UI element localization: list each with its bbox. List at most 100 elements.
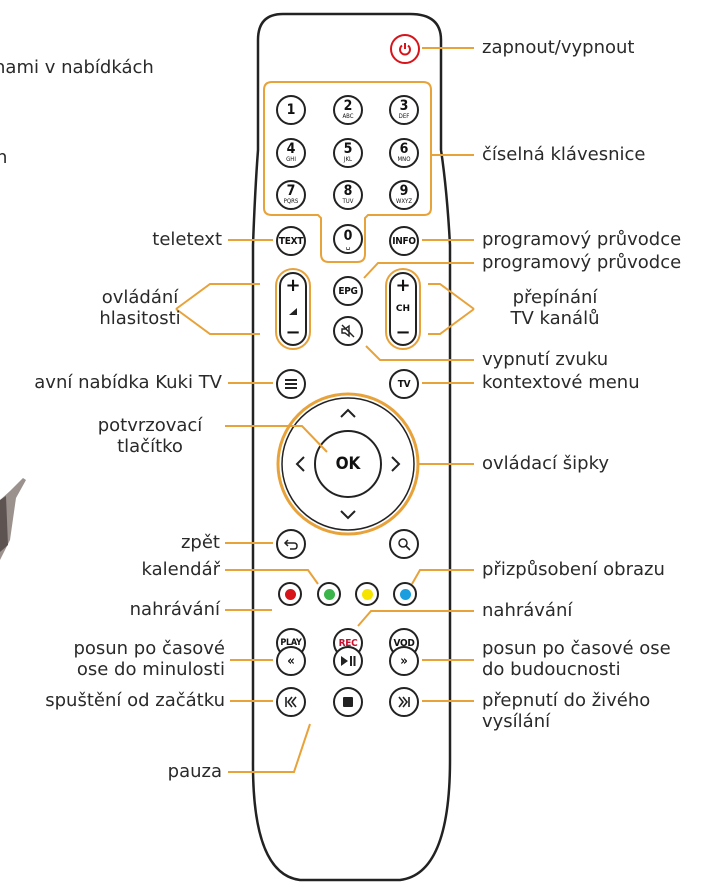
label-power: zapnout/vypnout	[482, 37, 635, 58]
teletext-button[interactable]: TEXT	[276, 226, 306, 256]
label-volume-line2: hlasitosti	[99, 308, 181, 329]
label-live-line1: přepnutí do živého	[482, 690, 651, 711]
label-volume: ovládání hlasitosti	[80, 287, 200, 329]
play-pause-button[interactable]	[333, 646, 363, 676]
label-ok: potvrzovací tlačítko	[80, 415, 220, 457]
dpad-left-button[interactable]	[284, 449, 310, 479]
label-teletext: teletext	[152, 229, 222, 250]
menu-icon	[285, 379, 297, 389]
label-forward-line1: posun po časové ose	[482, 638, 671, 659]
search-icon	[398, 538, 411, 551]
volume-rocker: + −	[279, 272, 307, 346]
num-4-button[interactable]: 4 GHI	[276, 138, 306, 168]
tv-button[interactable]: TV	[389, 369, 419, 399]
label-program-guide-info: programový průvodce	[482, 229, 682, 250]
num-3-button[interactable]: 3 DEF	[389, 95, 419, 125]
red-button[interactable]	[278, 582, 302, 606]
epg-button-label: EPG	[338, 285, 358, 297]
label-arrows: ovládací šipky	[482, 453, 610, 474]
numpad-outline	[263, 81, 432, 263]
back-button[interactable]	[276, 529, 306, 559]
stop-icon	[343, 697, 353, 707]
yellow-button[interactable]	[355, 582, 379, 606]
volume-icon	[289, 308, 297, 315]
teletext-button-label: TEXT	[278, 235, 304, 247]
dpad-right-button[interactable]	[386, 449, 412, 479]
rewind-icon: «	[287, 653, 295, 669]
num-7-label: 7	[286, 183, 296, 199]
num-5-letters: JKL	[343, 156, 353, 163]
volume-up-button[interactable]: +	[285, 275, 301, 296]
label-menu-navigation: nami v nabídkách	[0, 57, 154, 78]
num-2-letters: ABC	[342, 113, 354, 120]
play-pause-icon	[341, 656, 356, 666]
ok-button[interactable]: OK	[318, 434, 378, 494]
skip-back-icon	[285, 696, 297, 708]
stop-button[interactable]	[333, 687, 363, 717]
label-live-line2: vysílání	[482, 711, 551, 732]
label-rewind: posun po časové ose do minulosti	[0, 638, 225, 680]
mute-icon	[341, 324, 355, 338]
volume-down-button[interactable]: −	[285, 322, 301, 343]
rec-button-label: REC	[338, 637, 358, 649]
epg-button[interactable]: EPG	[333, 276, 363, 306]
num-9-button[interactable]: 9 WXYZ	[389, 180, 419, 210]
num-6-button[interactable]: 6 MNO	[389, 138, 419, 168]
label-rewind-line2: ose do minulosti	[76, 659, 225, 680]
label-menu-fragment: n	[0, 147, 8, 168]
arrow-right-icon	[391, 456, 401, 472]
arrow-down-icon	[340, 510, 356, 520]
vod-button-label: VOD	[393, 637, 415, 649]
num-6-label: 6	[399, 141, 409, 157]
num-0-button[interactable]: 0 ␣	[333, 224, 363, 254]
ok-ring	[314, 430, 382, 498]
label-forward: posun po časové ose do budoucnosti	[482, 638, 671, 680]
skip-forward-icon	[398, 696, 410, 708]
num-1-label: 1	[286, 101, 296, 118]
arrow-left-icon	[295, 456, 305, 472]
play-button-label: PLAY	[280, 638, 302, 648]
num-4-letters: GHI	[286, 156, 296, 163]
blue-button[interactable]	[393, 582, 417, 606]
num-8-letters: TUV	[342, 198, 354, 205]
channel-up-button[interactable]: +	[395, 275, 411, 296]
ok-button-label: OK	[335, 454, 361, 474]
num-3-letters: DEF	[398, 113, 410, 120]
blue-dot	[399, 588, 411, 600]
num-2-label: 2	[343, 98, 353, 114]
channel-rocker: + CH −	[389, 272, 417, 346]
info-button[interactable]: INFO	[389, 226, 419, 256]
dpad-down-button[interactable]	[333, 504, 363, 530]
yellow-dot	[361, 588, 373, 600]
label-restart: spuštění od začátku	[45, 690, 225, 711]
num-5-label: 5	[343, 141, 353, 157]
num-5-button[interactable]: 5 JKL	[333, 138, 363, 168]
fast-forward-button[interactable]: »	[389, 646, 419, 676]
num-1-button[interactable]: 1	[276, 95, 306, 125]
num-4-label: 4	[286, 141, 296, 157]
search-button[interactable]	[389, 529, 419, 559]
num-2-button[interactable]: 2 ABC	[333, 95, 363, 125]
rewind-button[interactable]: «	[276, 646, 306, 676]
back-icon	[283, 539, 298, 550]
space-symbol: ␣	[345, 240, 351, 250]
label-channel-switch-line1: přepínání	[512, 287, 598, 308]
green-button[interactable]	[317, 582, 341, 606]
go-live-button[interactable]	[389, 687, 419, 717]
label-context-menu: kontextové menu	[482, 372, 640, 393]
label-forward-line2: do budoucnosti	[482, 659, 621, 680]
main-menu-button[interactable]	[276, 369, 306, 399]
restart-button[interactable]	[276, 687, 306, 717]
power-button[interactable]	[390, 34, 420, 64]
num-7-button[interactable]: 7 PQRS	[276, 180, 306, 210]
dpad-up-button[interactable]	[333, 398, 363, 424]
num-8-button[interactable]: 8 TUV	[333, 180, 363, 210]
label-rewind-line1: posun po časové	[73, 638, 225, 659]
channel-down-button[interactable]: −	[395, 322, 411, 343]
label-numpad: číselná klávesnice	[482, 144, 646, 165]
num-8-label: 8	[343, 183, 353, 199]
channel-label: CH	[395, 304, 411, 314]
mute-button[interactable]	[333, 316, 363, 346]
label-channel-switch-line2: TV kanálů	[510, 308, 600, 329]
num-3-label: 3	[399, 98, 409, 114]
